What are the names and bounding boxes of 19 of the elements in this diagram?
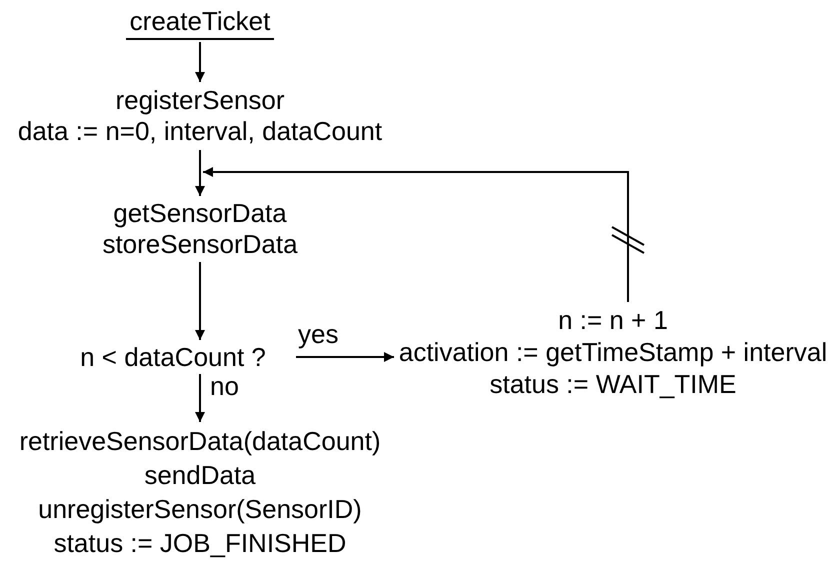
step-text: data := n=0, interval, dataCount [18, 116, 382, 147]
arrow [195, 150, 205, 196]
arrow [203, 167, 644, 302]
step-text: n < dataCount ? [80, 342, 266, 372]
arrow [195, 262, 205, 340]
step-text: status := WAIT_TIME [490, 368, 736, 400]
step-text: registerSensor [115, 85, 285, 116]
step-text: unregisterSensor(SensorID) [38, 493, 362, 526]
step-text: storeSensorData [102, 229, 298, 260]
arrow [195, 42, 205, 82]
step-text: status := JOB_FINISHED [54, 527, 346, 560]
step-text: n := n + 1 [558, 304, 668, 336]
arrow [296, 352, 394, 362]
step-text: retrieveSensorData(dataCount) [19, 425, 381, 458]
arrow [195, 374, 205, 422]
step-text: sendData [144, 459, 256, 492]
step-text: activation := getTimeStamp + interval [398, 336, 828, 368]
start-label: createTicket [126, 4, 274, 40]
step-text: getSensorData [113, 198, 287, 229]
